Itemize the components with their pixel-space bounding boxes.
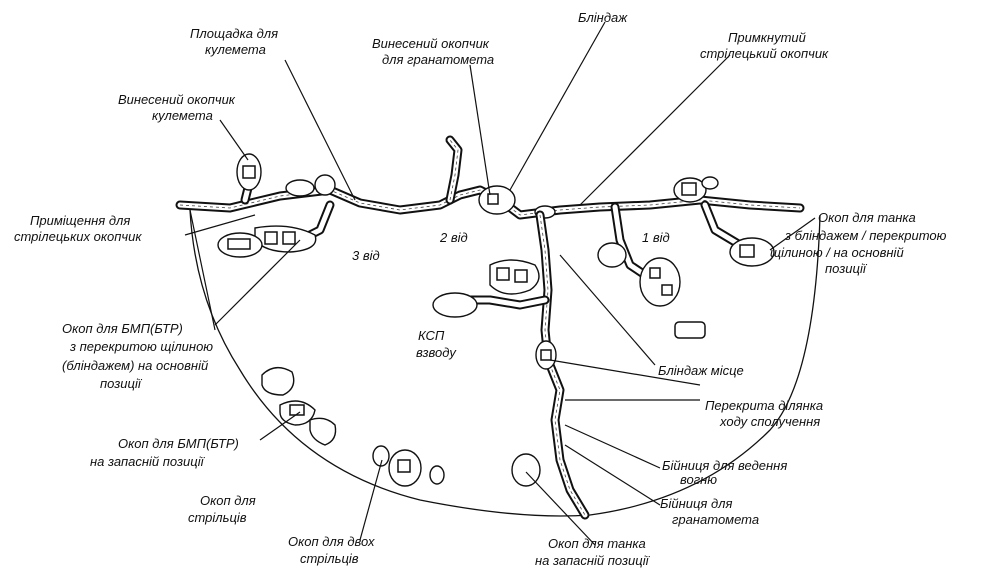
label-tank-main: Окоп для танка з бліндажем / перекритою … <box>770 210 950 276</box>
label-dugout-place: Бліндаж місце <box>658 363 744 378</box>
label-attached-rifle: Примкнутий стрілецький окопчик <box>700 30 829 61</box>
communication-trench <box>535 210 590 520</box>
rear-right-emplacement <box>674 321 706 339</box>
label-covered-comm: Перекрита ділянка ходу сполучення <box>705 398 827 429</box>
label-two-shooter: Окоп для двох стрільців <box>288 534 378 566</box>
leader-lines <box>184 21 816 546</box>
label-bmp-main: Окоп для БМП(БТР) з перекритою щілиною (… <box>62 321 217 391</box>
label-fire-loophole: Бійниця для ведення вогню <box>662 458 791 487</box>
label-grenade-loophole: Бійниця для гранатомета <box>660 496 759 527</box>
front-positions <box>285 174 719 219</box>
front-trench <box>175 185 805 220</box>
label-crew-platform: Площадка для кулемета <box>190 26 282 57</box>
strongpoint-outline <box>189 209 821 517</box>
forward-mg-branch <box>236 153 262 205</box>
label-shooter-trench: Окоп для стрільців <box>188 493 259 525</box>
label-squad3: 3 від <box>352 248 380 263</box>
label-dugout-top: Бліндаж <box>578 10 628 25</box>
grenade-branch <box>445 135 463 205</box>
rear-shooter-trenches <box>372 445 541 487</box>
bmp-main-position <box>217 200 335 258</box>
label-forward-mg: Винесений окопчик кулемета <box>118 92 239 123</box>
label-bmp-reserve: Окоп для БМП(БТР) на запасній позиції <box>90 436 243 469</box>
dugout-place <box>535 340 557 370</box>
label-grenade-cell: Винесений окопчик для гранатомета <box>372 36 494 67</box>
label-platoon-cp: КСП взводу <box>416 328 457 360</box>
label-shelter-trench: Приміщення для стрілецьких окопчик <box>14 213 142 244</box>
label-tank-reserve: Окоп для танка на запасній позиції <box>535 536 651 568</box>
squad1-branch <box>597 202 681 307</box>
label-squad1: 1 від <box>642 230 670 245</box>
tank-main-position <box>700 200 775 267</box>
platoon-cp <box>432 259 550 318</box>
bmp-reserve-position <box>261 367 337 446</box>
label-squad2: 2 від <box>439 230 468 245</box>
